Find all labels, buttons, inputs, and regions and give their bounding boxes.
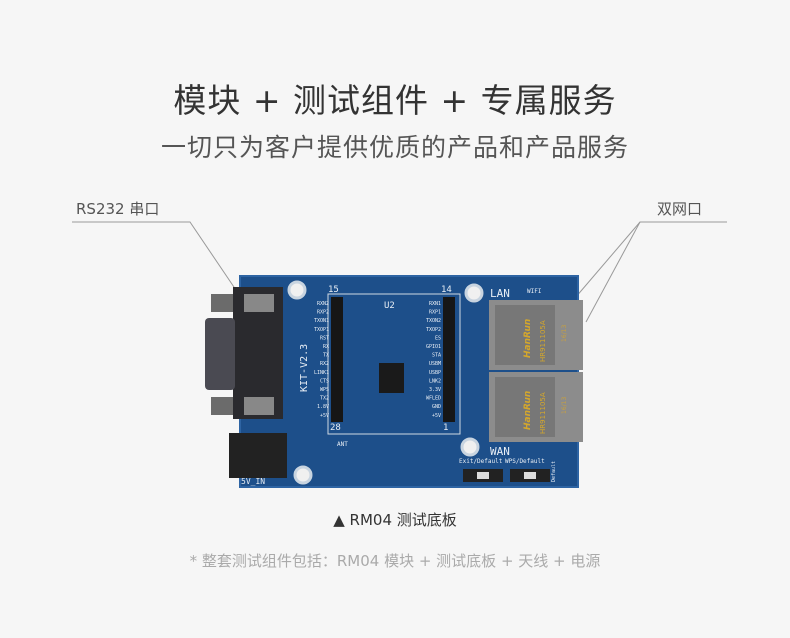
callout-dual-ethernet: 双网口 xyxy=(657,200,703,218)
pin-label: +5V xyxy=(432,413,441,419)
label-pin28: 28 xyxy=(330,423,341,433)
label-pin15: 15 xyxy=(328,285,339,295)
header-left xyxy=(331,297,343,422)
ethernet-jack-lan: HanRun HR911105A 16/13 xyxy=(489,300,583,370)
pin-label: GPIO1 xyxy=(426,344,441,350)
pin-label: TXON2 xyxy=(426,318,441,324)
pin-label: WPS xyxy=(320,387,329,393)
callout-rs232: RS232 串口 xyxy=(76,200,160,218)
pin-label: LINK1 xyxy=(314,370,329,376)
label-wps-default: WPS/Default xyxy=(505,458,545,465)
pin-label: RXP1 xyxy=(429,310,441,316)
pin-label: 3.3V xyxy=(429,387,441,393)
jack-model: HR911105A xyxy=(539,320,547,362)
mount-hole xyxy=(460,437,480,457)
wps-default-button[interactable] xyxy=(510,469,550,482)
exit-default-button[interactable] xyxy=(463,469,503,482)
pin-label: USBP xyxy=(429,370,441,376)
pin-label: TX2 xyxy=(320,396,329,402)
pin-label: RXN2 xyxy=(317,301,329,307)
header-right xyxy=(443,297,455,422)
pin-label: RXP2 xyxy=(317,310,329,316)
pin-label: CTS xyxy=(320,378,329,384)
pin-label: WFLED xyxy=(426,396,441,402)
pin-label: 1.8V xyxy=(317,404,329,410)
label-wifi: WIFI xyxy=(527,288,542,295)
ethernet-jack-wan: HanRun HR911105A 16/13 xyxy=(489,372,583,442)
pin-label: GND xyxy=(432,404,441,410)
ic-chip xyxy=(379,363,404,393)
pin-label: LNK2 xyxy=(429,378,441,384)
label-u2: U2 xyxy=(384,301,395,311)
jack-brand: HanRun xyxy=(523,319,533,358)
pin-label: RX2 xyxy=(320,361,329,367)
label-exit-default: Exit/Default xyxy=(459,458,503,465)
pin-label: RXN1 xyxy=(429,301,441,307)
pin-label: RST xyxy=(320,335,329,341)
page-title: 模块 + 测试组件 + 专属服务 xyxy=(173,81,617,120)
pin-label: TXOP1 xyxy=(314,327,329,333)
pin-label: +5V xyxy=(320,413,329,419)
label-default: Default xyxy=(551,461,557,482)
page-subtitle: 一切只为客户提供优质的产品和产品服务 xyxy=(160,133,629,162)
label-pin1: 1 xyxy=(443,423,448,433)
footnote: * 整套测试组件包括：RM04 模块 + 测试底板 + 天线 + 电源 xyxy=(189,552,601,570)
mount-hole xyxy=(293,465,313,485)
label-pin14: 14 xyxy=(441,285,452,295)
label-lan: LAN xyxy=(490,287,510,300)
mount-hole xyxy=(287,280,307,300)
mount-hole xyxy=(464,283,484,303)
label-wan: WAN xyxy=(490,445,510,458)
db9-connector xyxy=(205,287,283,419)
pin-label: RX xyxy=(323,344,329,350)
jack-model: HR911105A xyxy=(539,392,547,434)
pin-label: STA xyxy=(432,353,441,359)
pin-label: USBM xyxy=(429,361,441,367)
power-jack xyxy=(229,433,287,478)
callout-lines xyxy=(72,221,727,323)
pin-label: ES xyxy=(435,335,441,341)
figure-caption: ▲ RM04 测试底板 xyxy=(0,509,790,530)
label-version: KIT-V2.3 xyxy=(299,344,310,392)
triangle-up-icon: ▲ xyxy=(333,511,345,529)
jack-date: 16/13 xyxy=(561,325,568,342)
caption-text: RM04 测试底板 xyxy=(349,511,457,529)
jack-date: 16/13 xyxy=(561,397,568,414)
jack-brand: HanRun xyxy=(523,391,533,430)
pin-label: TXON1 xyxy=(314,318,329,324)
pin-label: TXOP2 xyxy=(426,327,441,333)
label-ant: ANT xyxy=(337,441,348,448)
label-5v-in: 5V_IN xyxy=(241,477,265,486)
pin-label: TX xyxy=(323,353,329,359)
